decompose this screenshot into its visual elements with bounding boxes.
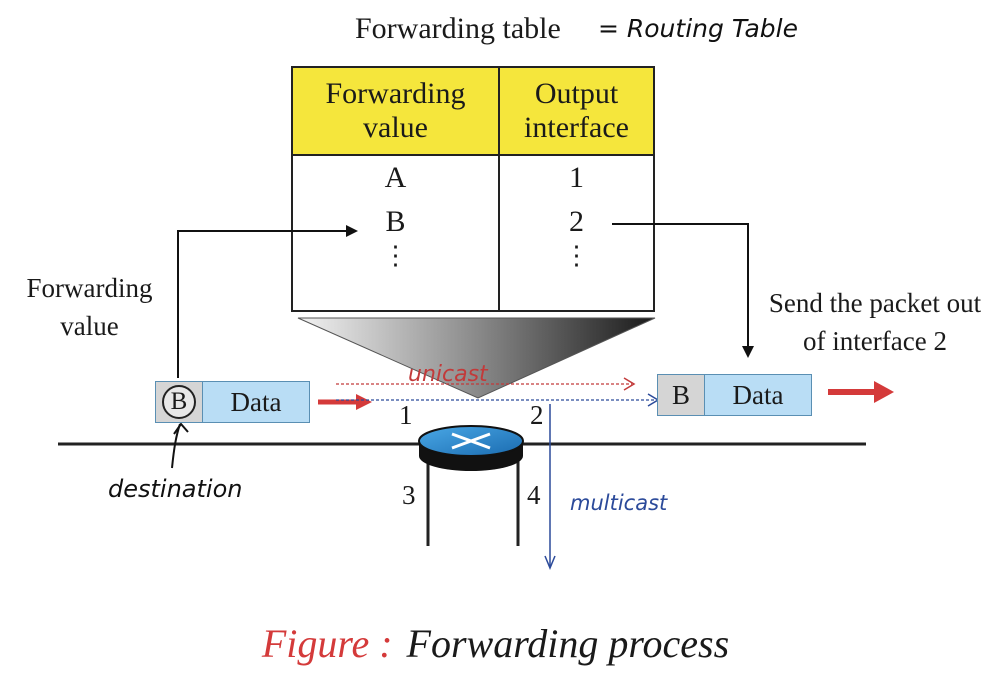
- routing-table-note: = Routing Table: [598, 14, 798, 43]
- caption-text: Forwarding process: [406, 621, 730, 666]
- forwarding-value-label: Forwarding value: [26, 273, 153, 341]
- table-row-interface: 2: [569, 205, 584, 238]
- destination-annotation: destination: [108, 475, 243, 503]
- caption-prefix: Figure :: [261, 621, 393, 666]
- packet-data: Data: [705, 375, 811, 415]
- port-4-label: 4: [527, 480, 541, 510]
- table-body: A B ⋮ 1 2 ⋮: [291, 155, 655, 311]
- output-arrowhead: [742, 346, 754, 358]
- forwarding-value-column: A B ⋮: [291, 155, 500, 311]
- destination-field: B: [162, 385, 196, 419]
- table-title: Forwarding table: [355, 12, 561, 45]
- figure-caption: Figure : Forwarding process: [0, 620, 991, 667]
- lookup-arrow: [177, 230, 350, 378]
- unicast-annotation: unicast: [408, 362, 488, 387]
- incoming-packet: B Data: [155, 381, 310, 423]
- table-header-row: Forwarding value Output interface: [291, 66, 655, 156]
- table-row-value: B: [385, 205, 406, 238]
- router-icon: [418, 425, 524, 546]
- table-row-value: A: [384, 161, 407, 194]
- multicast-annotation: multicast: [570, 491, 668, 515]
- outgoing-packet: B Data: [657, 374, 812, 416]
- header-forwarding-value: Forwarding value: [291, 66, 500, 156]
- output-interface-column: 1 2 ⋮: [498, 155, 655, 311]
- port-1-label: 1: [399, 400, 413, 430]
- table-row-interface: 1: [569, 161, 584, 194]
- funnel: [297, 317, 656, 399]
- port-3-label: 3: [402, 480, 416, 510]
- output-arrow: [612, 223, 749, 350]
- packet-header: B: [156, 382, 203, 422]
- packet-data: Data: [203, 382, 309, 422]
- lookup-arrowhead: [346, 225, 358, 237]
- forwarding-table: Forwarding value Output interface A B ⋮ …: [291, 66, 655, 312]
- send-packet-label: Send the packet out of interface 2: [768, 288, 982, 356]
- destination-field: B: [658, 375, 705, 415]
- port-2-label: 2: [530, 400, 544, 430]
- header-output-interface: Output interface: [498, 66, 655, 156]
